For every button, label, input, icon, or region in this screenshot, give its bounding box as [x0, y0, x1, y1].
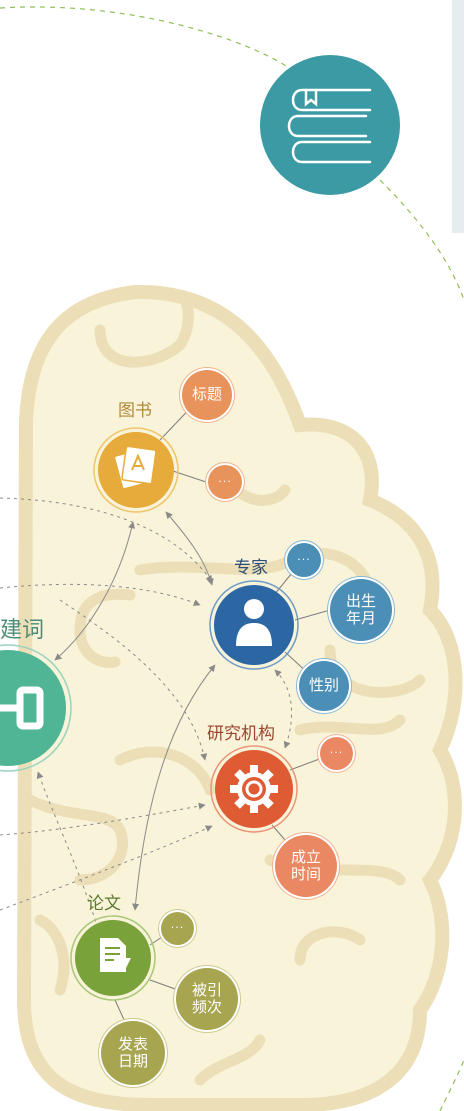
connector-book-expert: [165, 511, 214, 586]
book-icon: [113, 445, 157, 490]
expert-attr-gender: 性别: [299, 661, 349, 711]
paper-attr-pubdate: 发表 日期: [101, 1021, 165, 1085]
book-attr-more: ···: [208, 465, 242, 499]
paper-node: [70, 915, 156, 1001]
book-node: [93, 427, 179, 513]
expert-attr-birth: 出生 年月: [330, 579, 392, 641]
document-download-icon: [100, 938, 131, 972]
header-book-node: [260, 55, 400, 195]
keyword-label: 建词: [0, 618, 45, 643]
org-node: [210, 745, 298, 833]
org-attr-more: ···: [320, 737, 353, 770]
connector-book-keyword: [54, 521, 136, 661]
decorative-dashed-arc: [0, 6, 464, 301]
link-icon: [0, 686, 44, 730]
book-stack-icon: [287, 88, 372, 164]
org-label: 研究机构: [207, 724, 275, 744]
paper-attr-citations: 被引 频次: [176, 968, 238, 1030]
connector-expert-paper: [132, 664, 216, 911]
side-panel: [452, 0, 464, 233]
expert-node: [209, 580, 299, 670]
person-icon: [236, 599, 272, 646]
connector-expert-org: [274, 669, 293, 749]
expert-label: 专家: [234, 558, 268, 578]
keyword-node: [0, 644, 72, 772]
connector-keyword-expert: [0, 497, 213, 583]
paper-attr-more: ···: [161, 912, 194, 945]
connector-paper-keyword: [36, 771, 101, 936]
org-attr-founded: 成立 时间: [275, 835, 337, 897]
book-label: 图书: [118, 401, 152, 421]
book-attr-title: 标题: [182, 370, 232, 420]
decorative-dashed-arc-bottom: [439, 1059, 464, 1111]
connector-keyword-expert-2: [0, 583, 201, 606]
paper-label: 论文: [87, 894, 121, 914]
expert-attr-more: ···: [287, 543, 321, 577]
